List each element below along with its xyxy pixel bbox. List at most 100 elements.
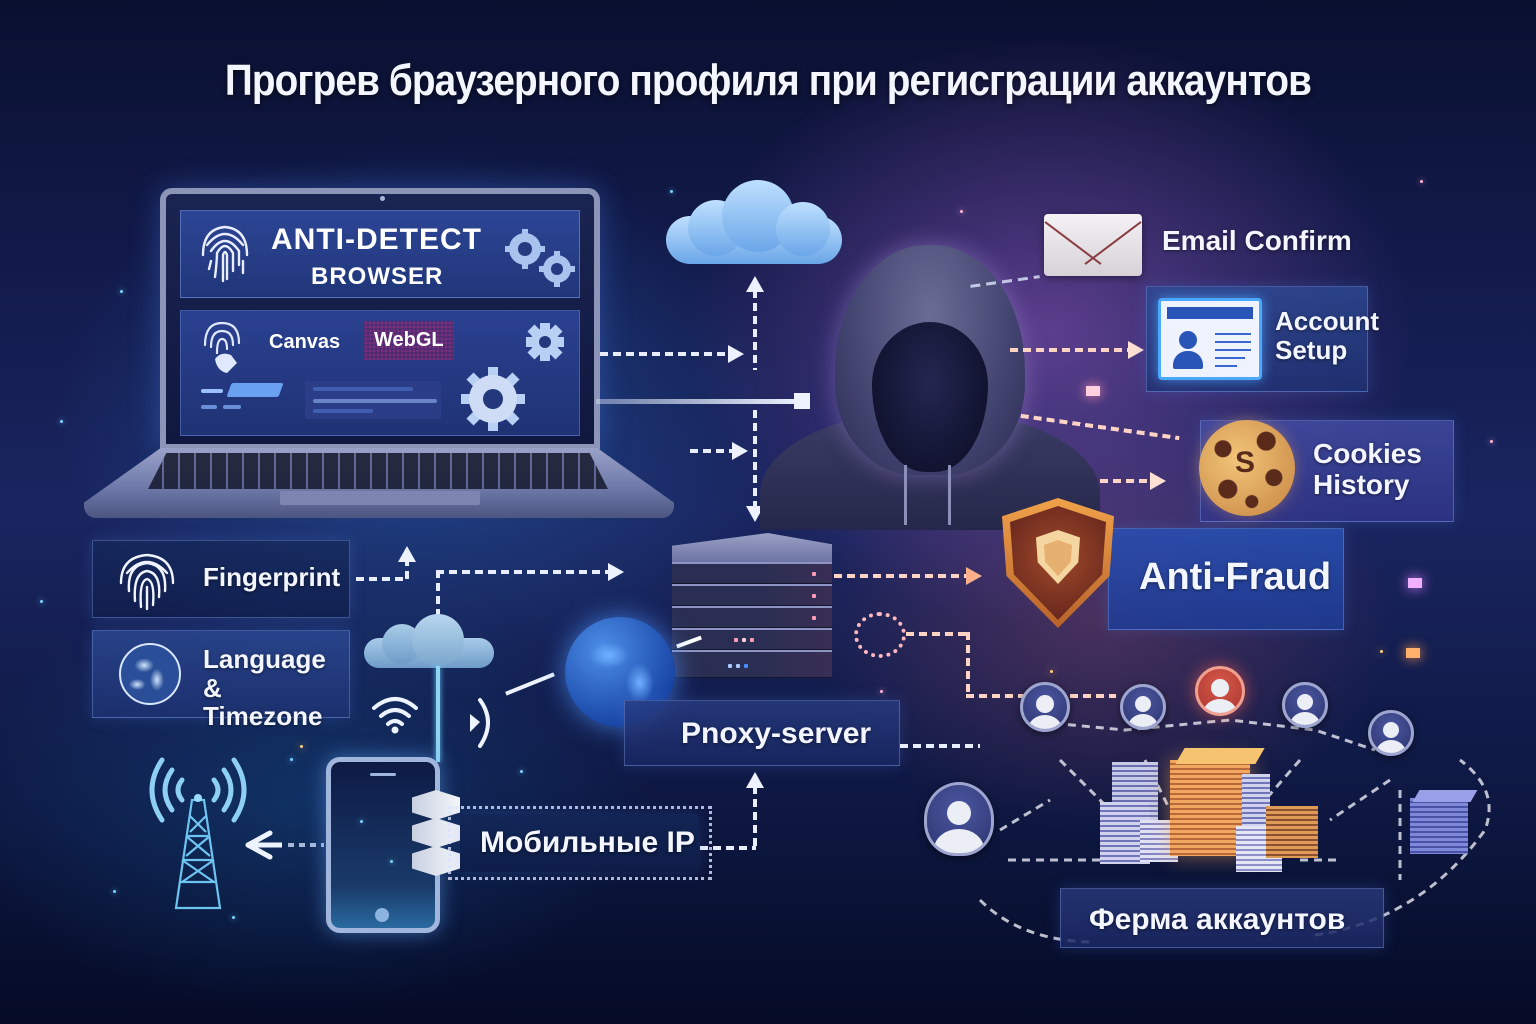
particle <box>1420 180 1423 183</box>
glow-marker <box>1408 578 1422 588</box>
account-setup-label-line2: Setup <box>1275 334 1348 365</box>
browser-title: BROWSER <box>311 263 444 290</box>
avatar <box>1020 682 1070 732</box>
server-unit <box>672 584 832 606</box>
particle <box>1050 670 1053 673</box>
arrow-down-icon <box>746 506 764 522</box>
cookie-glyph: S <box>1235 446 1256 479</box>
hooded-person-face <box>872 322 988 472</box>
connector <box>690 449 734 453</box>
avatar-highlighted <box>1195 666 1245 716</box>
connector-vertical <box>405 558 409 580</box>
mobile-ip-frame <box>448 806 712 880</box>
cookies-label-line2: History <box>1313 468 1410 500</box>
arrow-up-icon <box>746 772 764 788</box>
particle <box>60 420 63 423</box>
fingerprint-scan-icon <box>203 321 241 373</box>
avatar <box>1368 710 1414 756</box>
server-unit <box>672 650 832 678</box>
server-unit <box>672 628 832 650</box>
arrow-right-icon <box>1128 341 1144 359</box>
phone-home-button <box>375 908 389 922</box>
anti-detect-header: ANTI-DETECT BROWSER <box>180 210 580 298</box>
canvas-chip: Canvas <box>269 331 341 353</box>
connector <box>834 574 968 578</box>
hoodie-string <box>948 465 951 525</box>
ui-bar <box>313 399 437 403</box>
hoodie-string <box>904 465 907 525</box>
glow-marker <box>1086 386 1100 396</box>
particle <box>880 690 883 693</box>
page-title: Прогрев браузерного профиля при регисгра… <box>224 56 1312 105</box>
anti-fraud-panel: Anti-Fraud <box>1108 528 1344 630</box>
wifi-icon <box>372 697 418 734</box>
ui-toggle <box>226 383 284 397</box>
server-rack-icon <box>672 533 832 565</box>
particle <box>670 190 673 193</box>
cookies-label-line1: Cookies <box>1313 438 1422 469</box>
laptop-keyboard <box>148 453 608 489</box>
cell-tower-icon <box>174 794 222 910</box>
connector-arrow <box>505 672 555 696</box>
particle <box>360 820 363 823</box>
anti-fraud-label: Anti-Fraud <box>1139 556 1332 598</box>
ui-bar <box>313 409 373 413</box>
ui-bar <box>313 387 413 391</box>
connector-vertical <box>753 290 757 370</box>
particle <box>232 916 235 919</box>
id-card-icon <box>1158 298 1262 380</box>
cloud-stem <box>436 666 440 762</box>
mobile-ip-label: Мобильные IP <box>480 826 695 859</box>
connector-vertical <box>966 632 970 694</box>
connector <box>900 744 980 748</box>
laptop-trackpad <box>280 491 480 505</box>
arrow-right-icon <box>728 345 744 363</box>
proxy-server-label: Pnoxy-server <box>681 717 872 750</box>
arrow-up-icon <box>746 276 764 292</box>
fingerprint-label: Fingerprint <box>203 562 341 592</box>
webgl-chip: WebGL <box>364 321 454 360</box>
fingerprint-panel: Fingerprint <box>92 540 350 618</box>
gear-icon <box>461 323 564 431</box>
arrow-up-icon <box>398 546 416 562</box>
particle <box>1380 650 1383 653</box>
language-timezone-panel: Language & Timezone <box>92 630 350 730</box>
server-block-top <box>1412 790 1478 802</box>
arrow-right-icon <box>966 567 982 585</box>
account-setup-label-line1: Account <box>1275 306 1379 336</box>
fingerprint-icon <box>119 553 175 611</box>
ui-bar <box>201 389 223 393</box>
particle <box>120 290 123 293</box>
email-confirm-label: Email Confirm <box>1162 225 1352 256</box>
server-unit <box>672 562 832 584</box>
signal-waves-icon <box>149 757 247 823</box>
server-block-top <box>1175 748 1265 764</box>
cloud-icon <box>364 614 494 668</box>
farm-network-lines <box>978 718 1491 944</box>
globe-icon <box>119 643 181 705</box>
avatar <box>1120 684 1166 730</box>
connector-loop <box>854 612 906 658</box>
avatar <box>1282 682 1328 728</box>
connector <box>600 352 730 356</box>
connector <box>1010 348 1132 352</box>
language-label-line2: Timezone <box>203 701 323 732</box>
arrow-left-icon <box>245 830 324 860</box>
account-farm-label: Ферма аккаунтов <box>1089 903 1346 936</box>
ui-bar <box>223 405 241 409</box>
particle <box>113 890 116 893</box>
glow-marker <box>1406 648 1420 658</box>
particle <box>1490 440 1493 443</box>
connector-vertical <box>436 570 440 614</box>
cloud-icon <box>666 180 842 264</box>
connector-solid <box>596 399 796 404</box>
connector <box>436 570 612 574</box>
particle <box>390 860 393 863</box>
server-unit <box>672 606 832 628</box>
connector-node <box>794 393 810 409</box>
particle <box>960 210 963 213</box>
account-farm-panel: Ферма аккаунтов <box>1060 888 1384 948</box>
phone-speaker <box>370 773 396 776</box>
connector <box>356 577 406 581</box>
cookie-icon <box>1199 420 1295 516</box>
